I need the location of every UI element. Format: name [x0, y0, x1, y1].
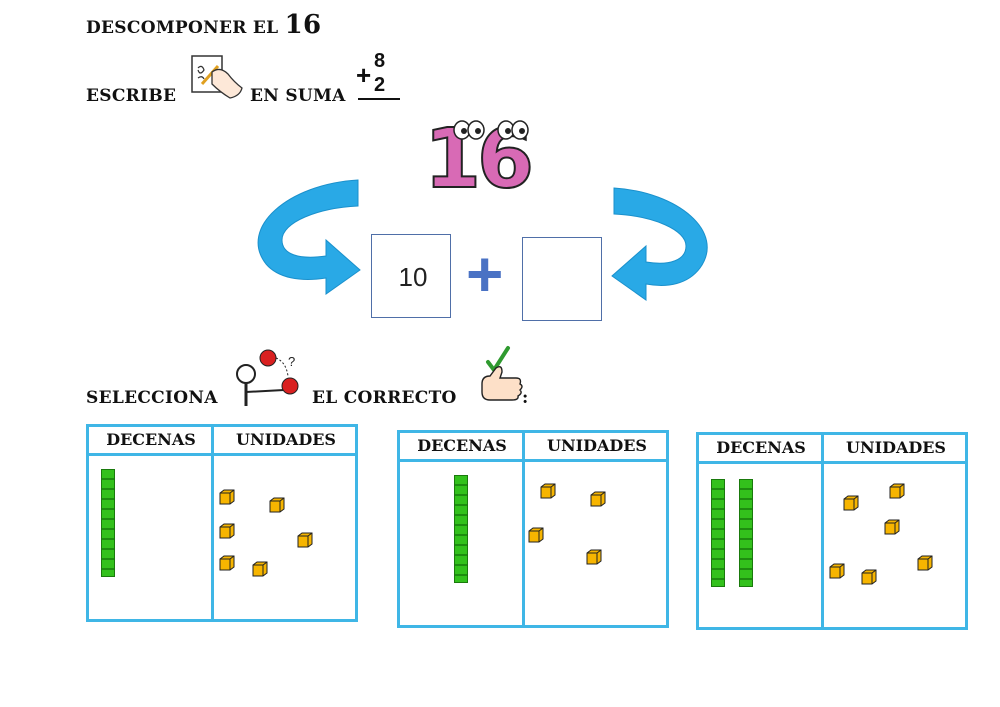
- select-colon: :: [522, 388, 529, 408]
- option-table-1[interactable]: DECENAS UNIDADES: [86, 424, 358, 622]
- table-header: [699, 435, 965, 464]
- first-addend-box[interactable]: [371, 234, 454, 319]
- unit-cube: [843, 495, 859, 511]
- sum-bottom-digit: 2: [374, 74, 386, 96]
- ten-rod: [711, 479, 725, 587]
- title-number: 16: [284, 10, 322, 40]
- unit-cube: [297, 532, 313, 548]
- decenas-header: DECENAS: [716, 438, 806, 457]
- unit-cube: [219, 523, 235, 539]
- write-instruction-prefix: ESCRIBE: [86, 86, 177, 106]
- unit-cube: [269, 497, 285, 513]
- unit-cube: [889, 483, 905, 499]
- table-header: [89, 427, 355, 456]
- title-prefix: DESCOMPONER EL: [86, 18, 279, 38]
- sum-example: 8 + 2: [356, 50, 400, 102]
- unit-cube: [252, 561, 268, 577]
- second-addend-input[interactable]: [523, 238, 605, 322]
- unidades-header: UNIDADES: [236, 430, 336, 449]
- select-instruction-prefix: SELECCIONA: [86, 388, 218, 408]
- column-divider: [522, 433, 525, 625]
- unit-cube: [917, 555, 933, 571]
- right-curved-arrow-icon: [611, 187, 708, 301]
- sum-plus-sign: +: [356, 60, 372, 90]
- write-instruction-suffix: EN SUMA: [250, 86, 346, 106]
- plus-sign: +: [466, 238, 504, 310]
- unidades-header: UNIDADES: [846, 438, 946, 457]
- sixteen-eyes-icon: [453, 120, 529, 140]
- option-table-3[interactable]: DECENAS UNIDADES: [696, 432, 968, 630]
- pencil-writing-icon: [191, 55, 243, 99]
- sixteen-character: 16: [423, 117, 535, 203]
- first-addend-input[interactable]: [372, 235, 454, 319]
- select-instruction-suffix: EL CORRECTO: [312, 388, 457, 408]
- unit-cube: [219, 555, 235, 571]
- question-mark: ?: [288, 354, 296, 369]
- unit-cube: [586, 549, 602, 565]
- decenas-header: DECENAS: [106, 430, 196, 449]
- unit-cube: [590, 491, 606, 507]
- left-curved-arrow-icon: [257, 179, 361, 295]
- unit-cube: [884, 519, 900, 535]
- column-divider: [821, 435, 824, 627]
- sum-top-digit: 8: [374, 50, 386, 72]
- thumbs-up-check-icon: [481, 346, 523, 401]
- column-divider: [211, 427, 214, 619]
- unit-cube: [219, 489, 235, 505]
- decenas-header: DECENAS: [417, 436, 507, 455]
- unit-cube: [528, 527, 544, 543]
- second-addend-box[interactable]: [522, 237, 605, 322]
- unit-cube: [861, 569, 877, 585]
- ten-rod: [739, 479, 753, 587]
- unidades-header: UNIDADES: [547, 436, 647, 455]
- ten-rod: [454, 475, 468, 583]
- unit-cube: [829, 563, 845, 579]
- option-table-2[interactable]: DECENAS UNIDADES: [397, 430, 669, 628]
- person-choosing-icon: [236, 349, 299, 406]
- table-header: [400, 433, 666, 462]
- unit-cube: [540, 483, 556, 499]
- sum-underline: [358, 98, 400, 100]
- ten-rod: [101, 469, 115, 577]
- page-title: DESCOMPONER EL 16: [86, 10, 321, 40]
